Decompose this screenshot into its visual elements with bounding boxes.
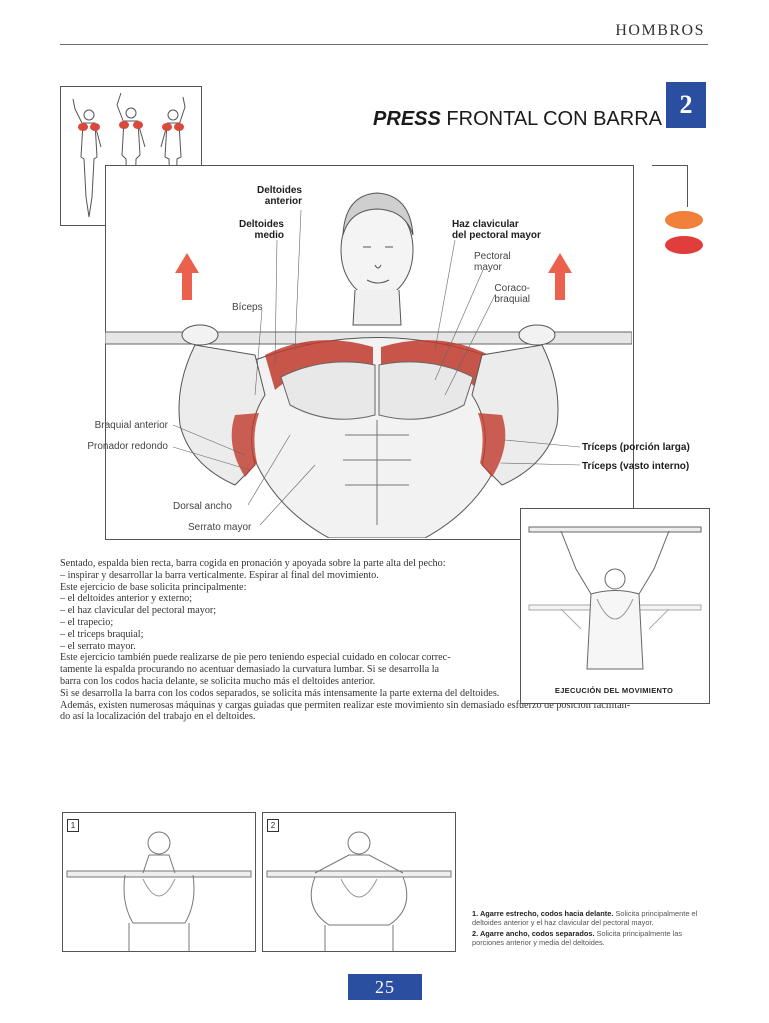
exercise-number-badge: 2 — [666, 82, 706, 128]
label-braquial-anterior: Braquial anterior — [94, 420, 168, 431]
description-line: Este ejercicio de base solicita principa… — [60, 581, 247, 593]
label-deltoides-anterior-line2: anterior — [264, 196, 302, 207]
label-dorsal-ancho: Dorsal ancho — [173, 501, 232, 512]
frame-connector-horizontal — [652, 165, 688, 166]
label-deltoides-medio-line2: medio — [254, 230, 284, 241]
label-coracobraquial-line1: Coraco- — [494, 283, 530, 294]
description-line: Además, existen numerosas máquinas y car… — [60, 699, 631, 711]
orange-marker — [665, 211, 703, 229]
red-marker — [665, 236, 703, 254]
page-number: 25 — [348, 974, 422, 1000]
variation-note-1: 1. Agarre estrecho, codos hacia delante.… — [472, 909, 712, 927]
label-pectoral-mayor: Pectoral mayor — [474, 251, 511, 273]
label-biceps: Bíceps — [232, 302, 263, 313]
variation-2-box: 2 — [262, 812, 456, 952]
label-coracobraquial-line2: braquial — [494, 294, 530, 305]
label-serrato-mayor: Serrato mayor — [188, 522, 252, 533]
variation-note-2-title: 2. Agarre ancho, codos separados. — [472, 929, 595, 939]
up-arrow-left-icon — [175, 253, 199, 300]
variation-1-number: 1 — [67, 819, 79, 832]
execution-caption: EJECUCIÓN DEL MOVIMIENTO — [554, 686, 674, 695]
anatomy-figures-illustration — [72, 92, 186, 218]
description-line: do así la localización del trabajo en el… — [60, 711, 256, 723]
description-line: Sentado, espalda bien recta, barra cogid… — [60, 558, 446, 569]
label-pectoral-mayor-line2: mayor — [474, 262, 502, 273]
variation-1-illustration — [66, 831, 252, 951]
label-deltoides-anterior: Deltoides anterior — [236, 185, 302, 207]
label-coracobraquial: Coraco- braquial — [470, 283, 530, 305]
description-line: – el tríceps braquial; — [60, 628, 144, 640]
description-line: – el haz clavicular del pectoral mayor; — [60, 605, 217, 617]
up-arrow-right-icon — [548, 253, 572, 300]
label-pronador-redondo: Pronador redondo — [87, 441, 168, 452]
variation-note-2-text: Solicita principalmente las porciones an… — [472, 929, 683, 947]
label-triceps-larga: Tríceps (porción larga) — [582, 442, 690, 453]
exercise-title: PRESS FRONTAL CON BARRA — [350, 108, 662, 131]
label-deltoides-anterior-line1: Deltoides — [256, 185, 302, 196]
label-triceps-vasto: Tríceps (vasto interno) — [582, 461, 690, 472]
label-haz-clavicular-line2: del pectoral mayor — [452, 230, 541, 241]
variation-notes: 1. Agarre estrecho, codos hacia delante.… — [472, 909, 712, 950]
label-haz-clavicular: Haz clavicular del pectoral mayor — [452, 219, 562, 241]
description-line: – el deltoides anterior y externo; — [60, 593, 193, 605]
exercise-description: Sentado, espalda bien recta, barra cogid… — [60, 558, 708, 723]
description-line: – el trapecio; — [60, 616, 114, 628]
main-anatomy-illustration — [105, 192, 632, 538]
description-line: Si se desarrolla la barra con los codos … — [60, 687, 500, 699]
variation-note-1-text: Solicita principalmente el deltoides ant… — [472, 909, 698, 927]
label-haz-clavicular-line1: Haz clavicular — [452, 219, 519, 230]
description-line: barra con los codos hacia delante, se so… — [60, 675, 376, 687]
execution-illustration — [528, 526, 702, 670]
frame-connector-vertical — [687, 165, 688, 207]
description-line: – inspirar y desarrollar la barra vertic… — [60, 569, 379, 581]
section-title: HOMBROS — [615, 22, 705, 39]
label-pectoral-mayor-line1: Pectoral — [474, 251, 511, 262]
label-deltoides-medio-line1: Deltoides — [238, 219, 284, 230]
variation-note-1-title: 1. Agarre estrecho, codos hacia delante. — [472, 909, 614, 918]
execution-illustration-box — [520, 508, 710, 704]
label-deltoides-medio: Deltoides medio — [220, 219, 284, 241]
variation-2-illustration — [266, 831, 452, 951]
header-divider — [60, 44, 708, 45]
variation-note-2: 2. Agarre ancho, codos separados. Solici… — [472, 929, 712, 947]
description-line: Este ejercicio también puede realizarse … — [60, 652, 451, 664]
description-line: – el serrato mayor. — [60, 640, 136, 652]
description-line: tamente la espalda procurando no acentua… — [60, 664, 440, 676]
exercise-title-italic: PRESS — [373, 108, 441, 130]
exercise-title-rest: FRONTAL CON BARRA — [446, 108, 662, 130]
variation-1-box: 1 — [62, 812, 256, 952]
variation-2-number: 2 — [267, 819, 279, 832]
